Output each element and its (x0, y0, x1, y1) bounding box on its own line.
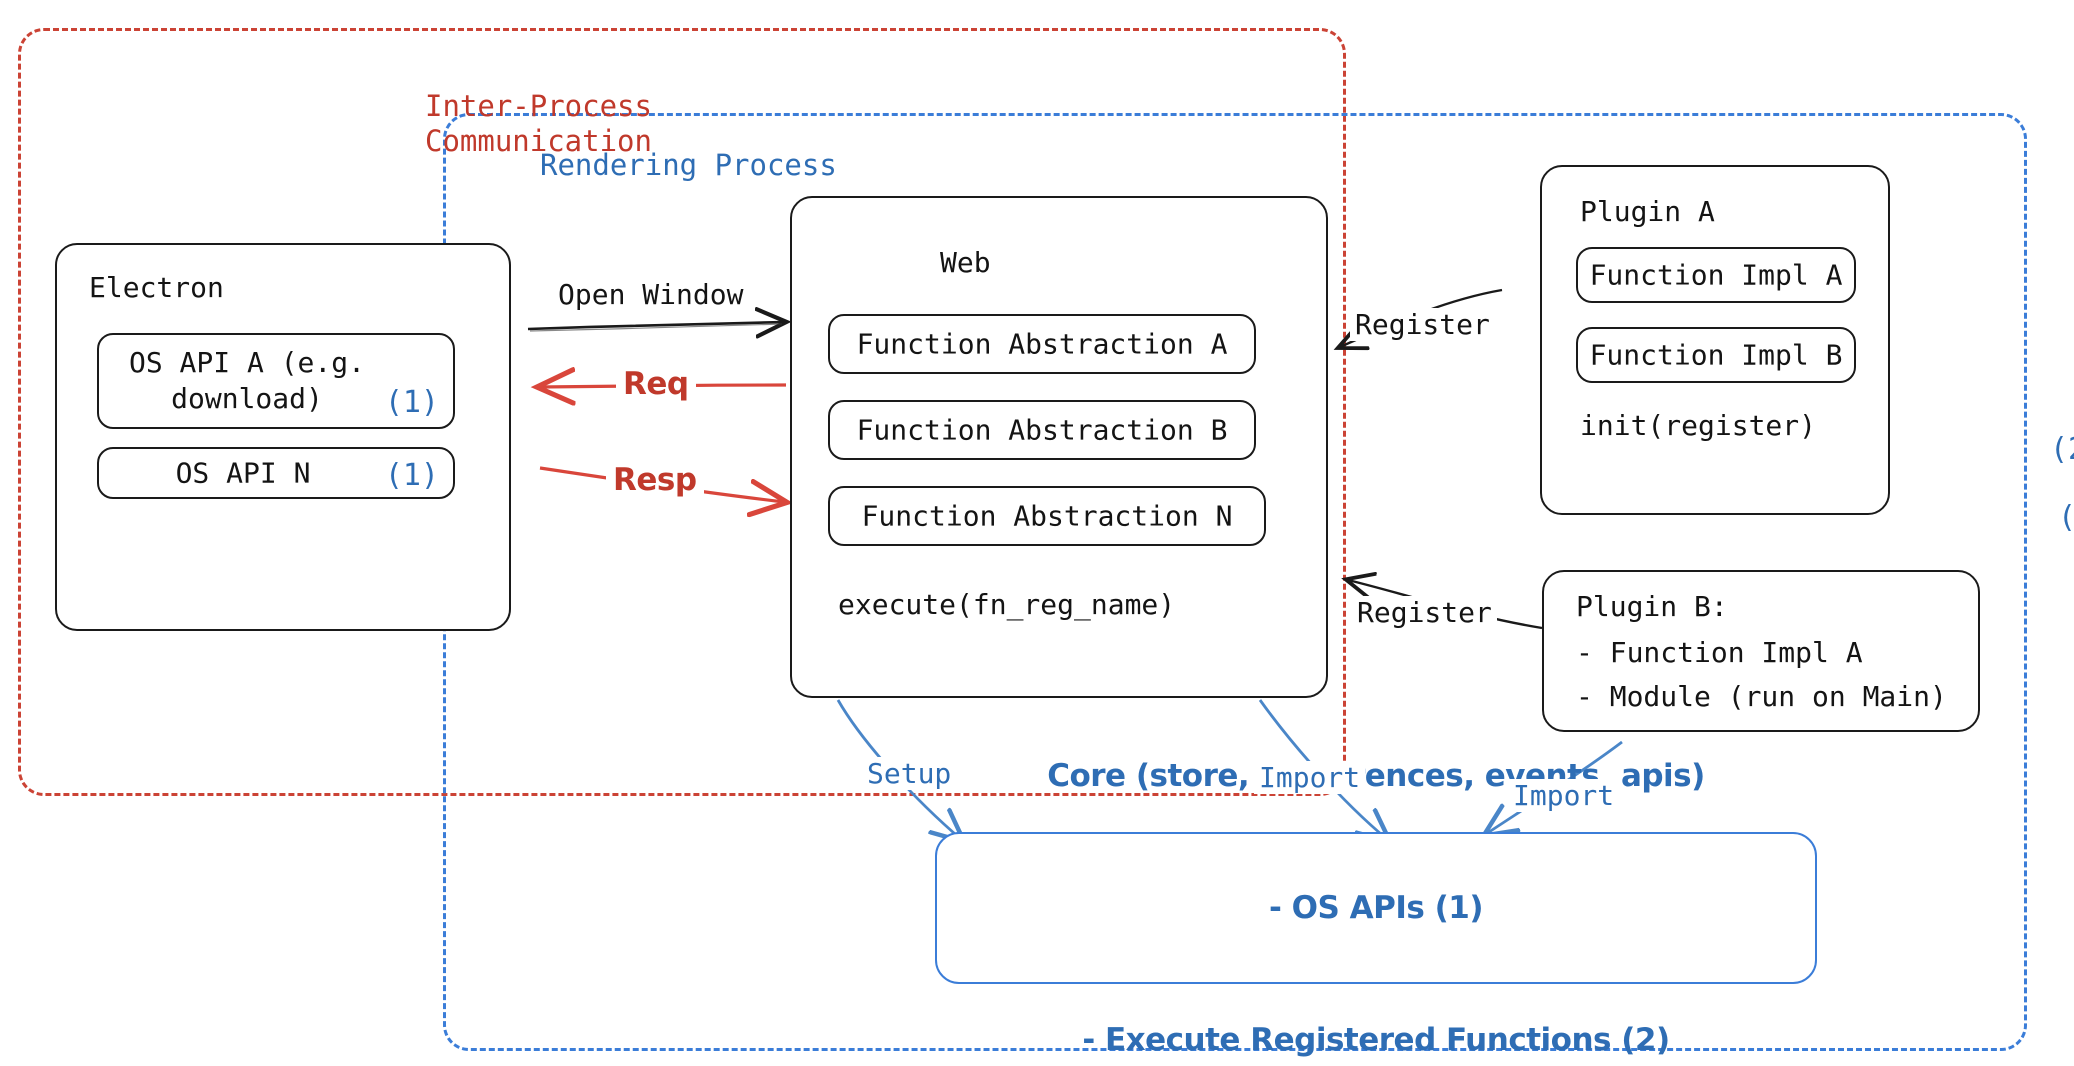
function-abstraction-a-tag: (2) (2050, 432, 2074, 467)
function-impl-a-label: Function Impl A (1589, 258, 1843, 292)
os-api-a-tag: (1) (384, 385, 439, 420)
core-line-3: - Execute Registered Functions (2) (1082, 1022, 1670, 1059)
function-abstraction-a-box: Function Abstraction A (828, 314, 1256, 374)
plugin-b-box: Plugin B: - Function Impl A - Module (ru… (1542, 570, 1980, 732)
function-impl-b-box: Function Impl B (1576, 327, 1856, 383)
arrow-label-open-window: Open Window (558, 278, 744, 311)
plugin-b-title: Plugin B: (1576, 590, 1728, 623)
core-box: Core (store, preferences, events, apis) … (935, 758, 1817, 1058)
web-title: Web (940, 246, 991, 279)
os-api-n-tag: (1) (384, 458, 439, 493)
electron-title: Electron (89, 271, 224, 304)
function-impl-a-box: Function Impl A (1576, 247, 1856, 303)
core-line-2: - OS APIs (1) (1268, 890, 1484, 926)
web-execute-label: execute(fn_reg_name) (838, 588, 1176, 621)
arrow-label-setup: Setup (862, 757, 957, 790)
function-abstraction-b-label: Function Abstraction B (856, 413, 1228, 447)
group-inter-process-communication (18, 28, 1346, 796)
function-abstraction-a-label: Function Abstraction A (856, 327, 1228, 361)
os-api-n-box: OS API N (1) (97, 447, 455, 499)
function-abstraction-b-box: Function Abstraction B (828, 400, 1256, 460)
plugin-a-init-label: init(register) (1580, 409, 1817, 442)
arrow-label-register-plugin-a: Register (1350, 308, 1495, 341)
plugin-b-line-2: - Module (run on Main) (1576, 680, 1947, 713)
electron-box: Electron OS API A (e.g. download) (1) OS… (55, 243, 511, 631)
plugin-a-title: Plugin A (1580, 195, 1715, 228)
arrow-label-resp: Resp (606, 462, 704, 498)
os-api-a-box: OS API A (e.g. download) (1) (97, 333, 455, 429)
group-label-inter-process-communication: Inter-Process Communication (425, 89, 652, 159)
core-text: Core (store, preferences, events, apis) … (1047, 666, 1705, 1066)
plugin-b-line-1: - Function Impl A (1576, 636, 1863, 669)
arrow-label-import-plugin-b: Import (1508, 779, 1620, 812)
plugin-a-box: Plugin A Function Impl A Function Impl B… (1540, 165, 1890, 515)
arrow-label-register-plugin-b: Register (1352, 596, 1497, 629)
os-api-a-label: OS API A (e.g. download) (128, 346, 365, 415)
group-label-rendering-process: Rendering Process (540, 148, 837, 182)
function-abstraction-n-box: Function Abstraction N (828, 486, 1266, 546)
function-abstraction-b-tag: (2) (2058, 500, 2074, 535)
arrow-label-req: Req (616, 366, 696, 402)
arrow-label-import-web: Import (1254, 761, 1366, 794)
os-api-n-label: OS API N (175, 456, 311, 490)
function-impl-b-label: Function Impl B (1589, 338, 1843, 372)
web-box: Web Function Abstraction A (2) Function … (790, 196, 2074, 698)
function-abstraction-n-label: Function Abstraction N (861, 499, 1233, 533)
